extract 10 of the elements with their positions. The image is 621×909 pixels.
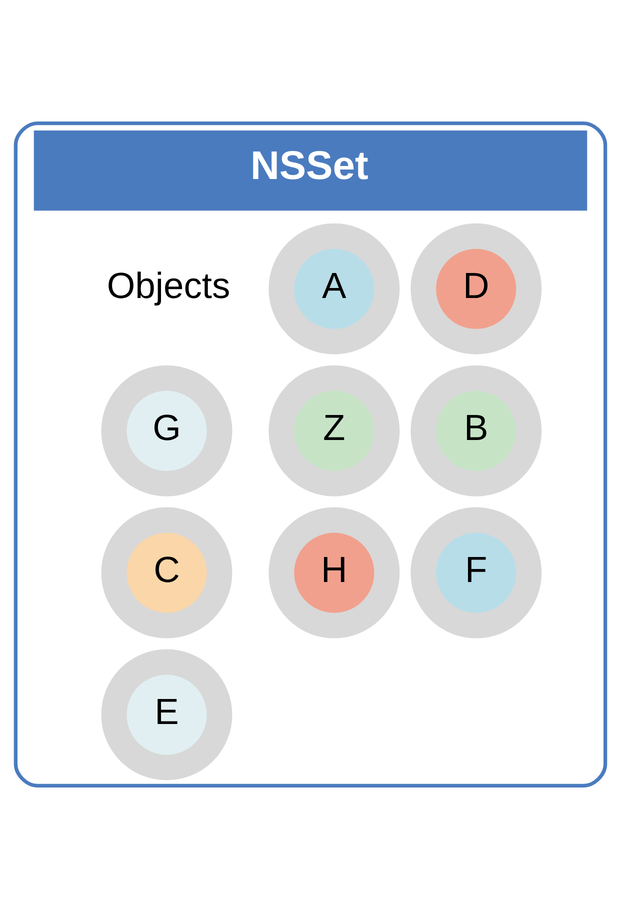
node-circle: D	[410, 223, 542, 354]
node-circle: H	[268, 507, 400, 638]
label: Objects	[106, 264, 230, 306]
node-circle: Z	[268, 365, 400, 496]
node-circle: E	[101, 649, 232, 780]
node-circle: F	[410, 507, 542, 638]
node-circle: C	[101, 507, 232, 638]
node-circle: B	[410, 365, 542, 496]
node-circle: G	[101, 365, 232, 496]
node-circle: A	[268, 223, 400, 354]
